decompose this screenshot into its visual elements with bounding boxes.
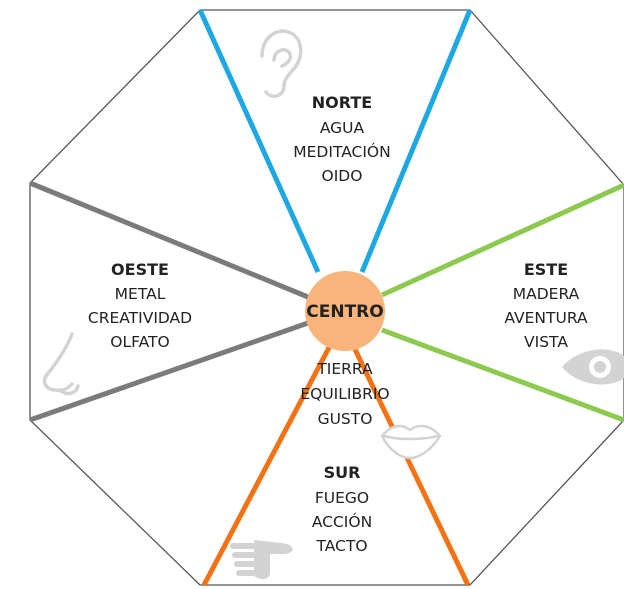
sur-line-3: TACTO: [315, 537, 367, 555]
norte-line-right: [359, 9, 473, 273]
este-line-top: [380, 182, 624, 298]
norte-line-left: [197, 8, 321, 274]
lips-icon: [380, 424, 442, 460]
oeste-title: OESTE: [111, 260, 169, 279]
norte-line-2: MEDITACIÓN: [293, 142, 390, 161]
oeste-line-3: OLFATO: [110, 333, 169, 351]
center-circle: [305, 271, 385, 351]
oeste-line-top: [29, 180, 309, 300]
sur-line-2: ACCIÓN: [312, 512, 372, 531]
este-line-3: VISTA: [524, 333, 568, 351]
este-title: ESTE: [524, 260, 568, 279]
centro-title: CENTRO: [306, 302, 383, 322]
sector-lines: [29, 8, 624, 587]
hand-icon: [230, 540, 293, 580]
norte-line-1: AGUA: [320, 119, 365, 137]
oeste-line-1: METAL: [115, 285, 166, 303]
este-line-bottom: [381, 327, 624, 423]
centro-line-3: GUSTO: [318, 410, 373, 428]
ear-icon: [260, 29, 303, 98]
este-line-1: MADERA: [513, 285, 580, 303]
sur-line-right: [349, 341, 471, 587]
centro-line-1: TIERRA: [316, 360, 373, 378]
sur-title: SUR: [324, 463, 361, 482]
este-line-2: AVENTURA: [504, 309, 588, 327]
sur-line-1: FUEGO: [315, 489, 369, 507]
norte-title: NORTE: [312, 93, 372, 112]
oeste-line-2: CREATIVIDAD: [88, 309, 192, 327]
sur-line-left: [201, 338, 336, 587]
norte-line-3: OIDO: [322, 167, 363, 185]
nose-icon: [42, 332, 80, 396]
oeste-line-bottom: [29, 320, 309, 423]
centro-line-2: EQUILIBRIO: [300, 385, 389, 403]
eye-icon: [562, 349, 624, 385]
